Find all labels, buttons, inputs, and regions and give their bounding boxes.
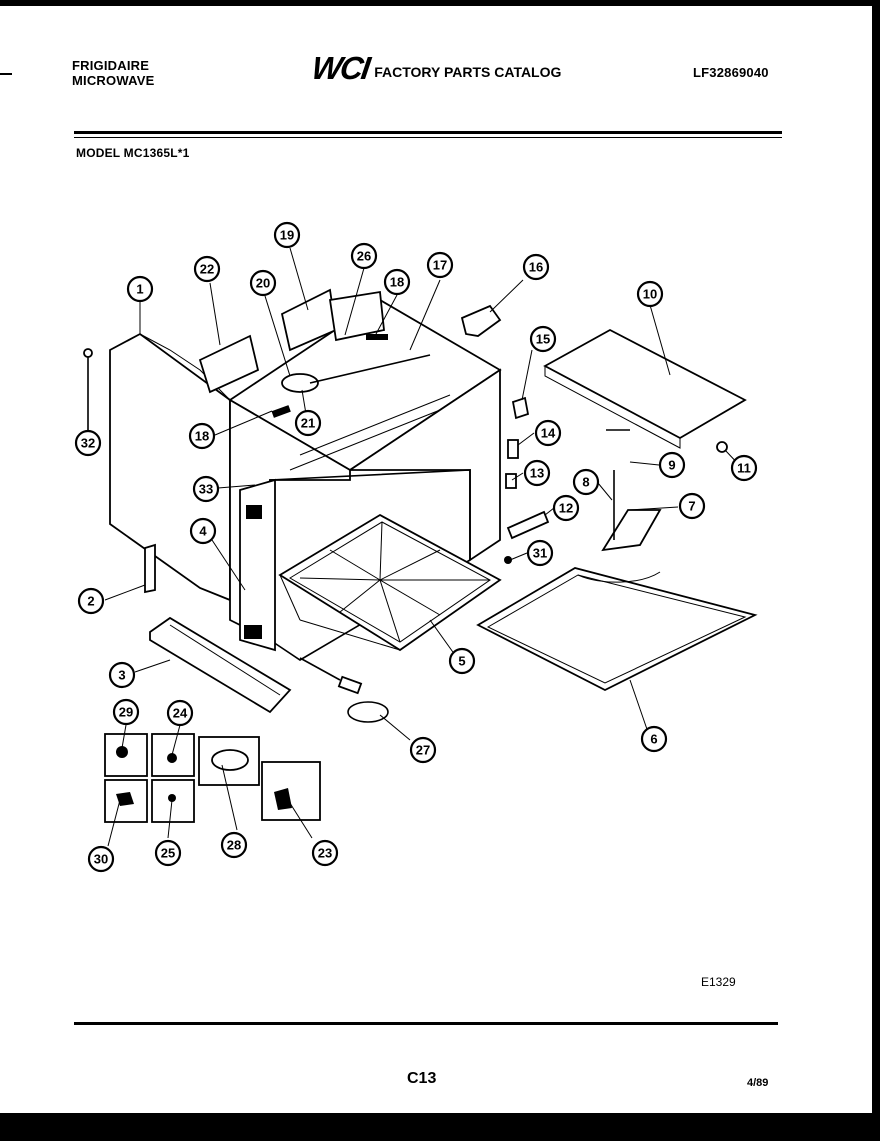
callout-label: 29 — [119, 705, 133, 720]
callout-label: 10 — [643, 287, 657, 302]
callout-label: 23 — [318, 846, 332, 861]
page-number: C13 — [407, 1070, 437, 1087]
page-frame-top — [0, 0, 880, 6]
callout-2: 2 — [77, 587, 105, 615]
lower-rails-drawing — [144, 543, 389, 723]
callout-18-left: 18 — [188, 422, 216, 450]
callout-label: 21 — [301, 416, 315, 431]
callout-label: 5 — [458, 654, 465, 669]
brand-block: FRIGIDAIRE MICROWAVE — [72, 58, 154, 88]
callout-19: 19 — [273, 221, 301, 249]
callout-label: 18 — [195, 429, 209, 444]
callout-13: 13 — [523, 459, 551, 487]
callout-label: 18 — [390, 275, 404, 290]
callout-label: 31 — [533, 546, 547, 561]
callout-label: 14 — [541, 426, 556, 441]
page-frame-right — [872, 0, 880, 1141]
callout-30: 30 — [87, 845, 115, 873]
callout-label: 12 — [559, 501, 573, 516]
callout-3: 3 — [108, 661, 136, 689]
model-number: MODEL MC1365L*1 — [76, 146, 190, 160]
callout-1: 1 — [126, 275, 154, 303]
callout-29: 29 — [112, 698, 140, 726]
catalog-title: FACTORY PARTS CATALOG — [374, 63, 562, 80]
callout-label: 3 — [118, 668, 125, 683]
callout-22: 22 — [193, 255, 221, 283]
callout-label: 8 — [582, 475, 589, 490]
callout-10: 10 — [636, 280, 664, 308]
callout-33: 33 — [192, 475, 220, 503]
callout-label: 28 — [227, 838, 241, 853]
callout-17: 17 — [426, 251, 454, 279]
callout-16: 16 — [522, 253, 550, 281]
hardware-boxes-drawing — [104, 733, 321, 823]
callout-label: 27 — [416, 743, 430, 758]
callout-label: 22 — [200, 262, 214, 277]
callout-24: 24 — [166, 699, 194, 727]
callout-label: 1 — [136, 282, 143, 297]
callout-label: 9 — [668, 458, 675, 473]
callout-label: 15 — [536, 332, 550, 347]
callout-label: 19 — [280, 228, 294, 243]
leader-lines — [104, 247, 743, 847]
callout-21: 21 — [294, 409, 322, 437]
callout-8: 8 — [572, 468, 600, 496]
callout-18-top: 18 — [383, 268, 411, 296]
catalog-header: WCI FACTORY PARTS CATALOG — [310, 50, 562, 87]
callout-7: 7 — [678, 492, 706, 520]
callout-label: 13 — [530, 466, 544, 481]
callout-label: 25 — [161, 846, 175, 861]
callout-14: 14 — [534, 419, 562, 447]
callout-label: 26 — [357, 249, 371, 264]
callout-20: 20 — [249, 269, 277, 297]
callout-label: 16 — [529, 260, 543, 275]
callout-label: 11 — [737, 461, 751, 476]
callout-label: 7 — [688, 499, 695, 514]
callout-4: 4 — [189, 517, 217, 545]
callout-label: 30 — [94, 852, 108, 867]
callout-label: 17 — [433, 258, 447, 273]
callout-27: 27 — [409, 736, 437, 764]
catalog-number: LF32869040 — [693, 65, 769, 80]
callout-label: 32 — [81, 436, 95, 451]
callout-25: 25 — [154, 839, 182, 867]
product-line: MICROWAVE — [72, 73, 155, 88]
page-frame-bottom — [0, 1113, 880, 1141]
callout-label: 4 — [199, 524, 207, 539]
edge-mark — [0, 73, 12, 75]
callout-15: 15 — [529, 325, 557, 353]
diagram-code: E1329 — [701, 975, 736, 989]
callout-label: 24 — [173, 706, 188, 721]
callout-label: 20 — [256, 276, 270, 291]
callout-12: 12 — [552, 494, 580, 522]
callout-label: 33 — [199, 482, 213, 497]
header-rule — [74, 131, 782, 134]
callout-label: 2 — [87, 594, 94, 609]
header-rule-thin — [74, 137, 782, 138]
cooking-tray-drawing — [278, 513, 502, 652]
callout-5: 5 — [448, 647, 476, 675]
revision-date: 4/89 — [747, 1077, 769, 1089]
callout-31: 31 — [526, 539, 554, 567]
callout-11: 11 — [730, 454, 758, 482]
callout-23: 23 — [311, 839, 339, 867]
callout-26: 26 — [350, 242, 378, 270]
callout-9: 9 — [658, 451, 686, 479]
callout-label: 6 — [650, 732, 657, 747]
top-components-drawing — [198, 288, 550, 564]
callout-32: 32 — [74, 429, 102, 457]
footer-rule — [74, 1022, 778, 1025]
cover-plate-drawing — [543, 328, 747, 453]
bottom-plate-drawing — [476, 429, 758, 692]
callout-28: 28 — [220, 831, 248, 859]
brand-name: FRIGIDAIRE — [72, 58, 150, 73]
screw-32-drawing — [83, 348, 93, 430]
callout-6: 6 — [640, 725, 668, 753]
